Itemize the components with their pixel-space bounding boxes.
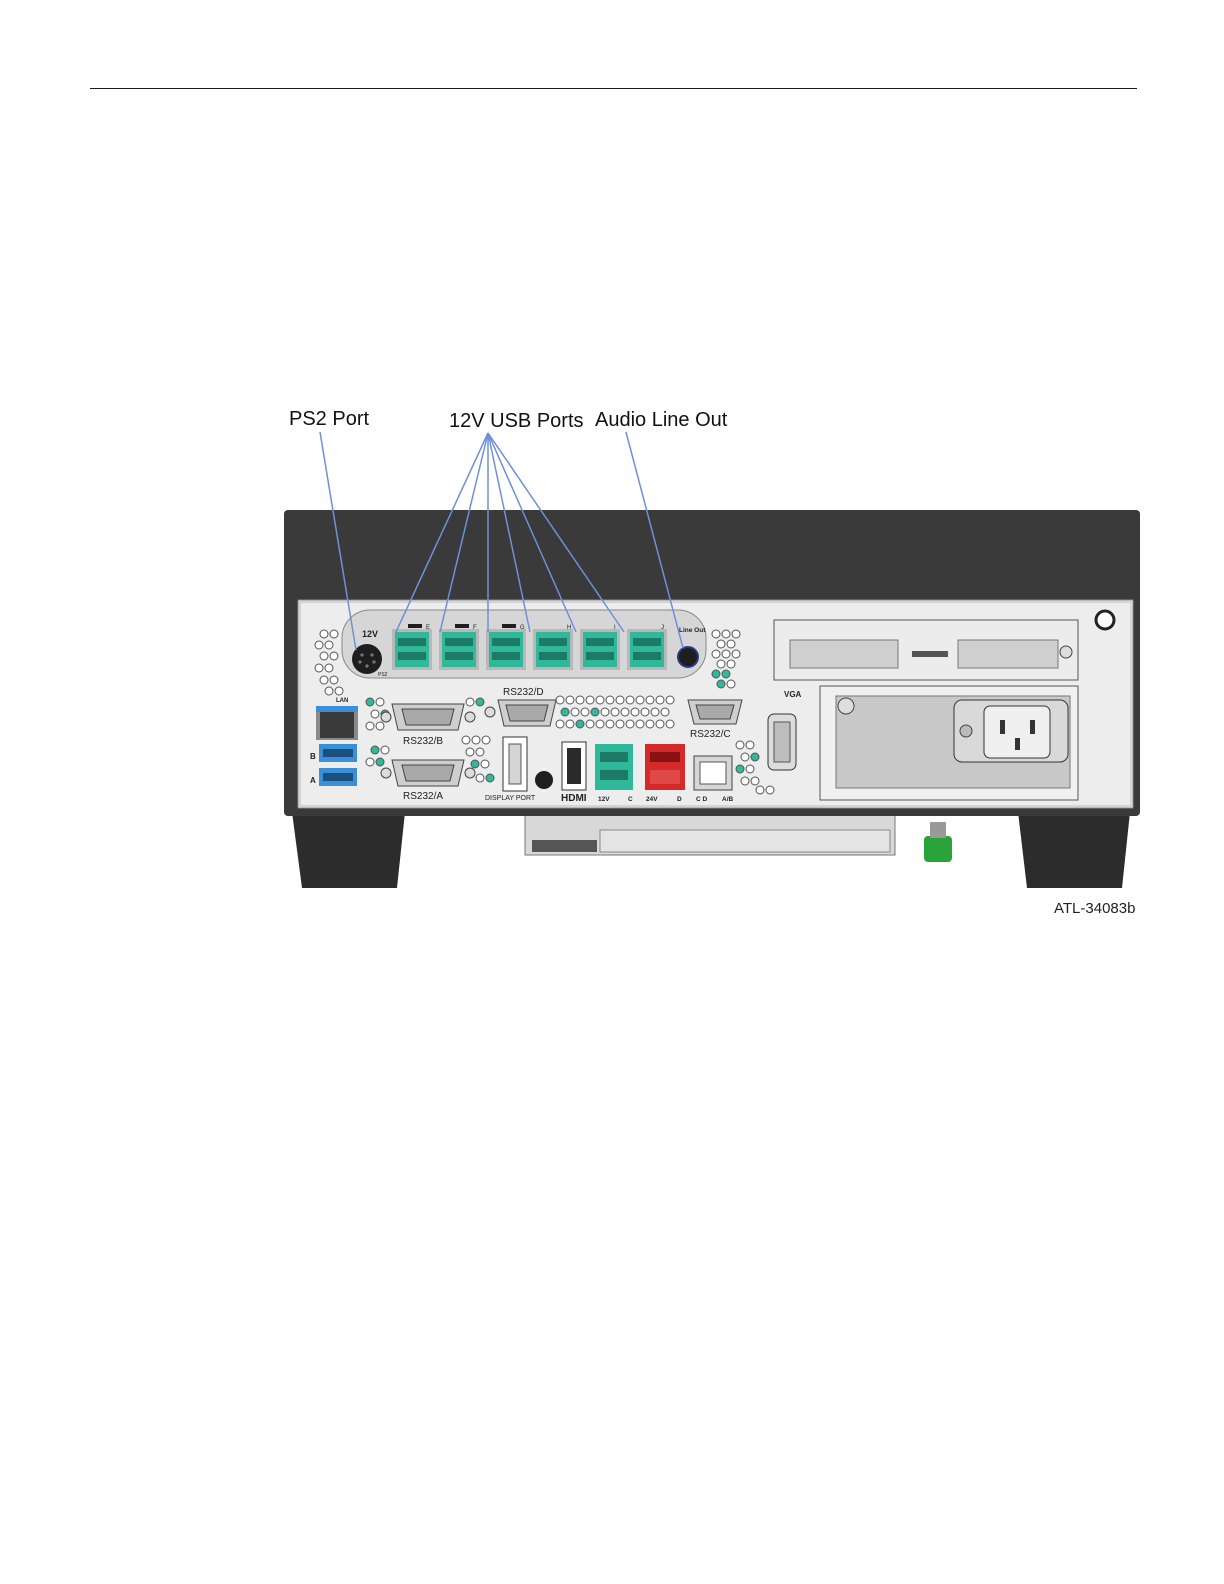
label-powered-12v: 12V <box>598 796 610 803</box>
label-rs232-d: RS232/D <box>503 687 544 698</box>
usb-port-a <box>319 768 357 786</box>
powered-usb-24v-port <box>645 744 685 790</box>
audio-line-out-jack <box>678 647 698 667</box>
label-rs232-a: RS232/A <box>403 791 443 802</box>
label-usb-g: G <box>520 625 525 631</box>
usb-port-b <box>319 744 357 762</box>
usb-port-i <box>580 629 620 670</box>
powered-usb-12v-port <box>595 744 633 790</box>
display-port <box>503 737 527 791</box>
label-ps2: PS2 <box>378 672 388 678</box>
usb-port-j <box>627 629 667 670</box>
label-usb-h: H <box>567 625 571 631</box>
label-12v-top: 12V <box>362 629 378 639</box>
cash-drawer-port <box>694 756 732 790</box>
label-usb-f: F <box>473 625 477 631</box>
label-d: D <box>677 796 682 803</box>
label-hdmi: HDMI <box>561 793 587 804</box>
expansion-slot-cover <box>774 620 1078 680</box>
power-supply <box>820 686 1078 800</box>
feet <box>292 812 1130 888</box>
label-display-port: DISPLAY PORT <box>485 795 536 802</box>
label-lan: LAN <box>336 698 348 704</box>
lock-ring <box>1096 611 1114 629</box>
power-button <box>535 771 553 789</box>
label-powered-24v: 24V <box>646 796 658 803</box>
label-rs232-b: RS232/B <box>403 736 443 747</box>
label-line-out: Line Out <box>679 627 706 634</box>
rs232-c-port <box>688 700 742 724</box>
label-usb-b: B <box>310 752 316 761</box>
label-ab: A/B <box>722 796 734 803</box>
label-vga: VGA <box>784 690 802 699</box>
label-rs232-c: RS232/C <box>690 729 731 740</box>
label-c: C <box>628 796 633 803</box>
vga-port <box>768 714 796 770</box>
label-usb-j: J <box>661 625 664 631</box>
label-usb-a: A <box>310 776 316 785</box>
lan-port <box>316 706 358 740</box>
label-usb-e: E <box>426 625 430 631</box>
hdmi-port <box>562 742 586 790</box>
usb-port-h <box>533 629 573 670</box>
label-cd: C D <box>696 796 708 803</box>
green-knob <box>924 836 952 862</box>
